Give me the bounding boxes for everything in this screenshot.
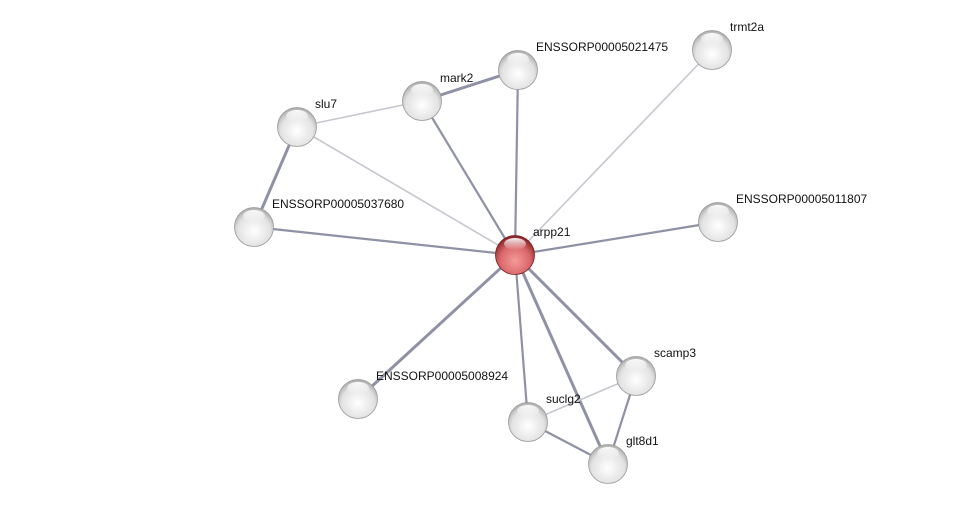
node-trmt2a[interactable]: trmt2a xyxy=(692,20,765,70)
node-highlight xyxy=(625,359,647,371)
node-label: ENSSORP00005021475 xyxy=(536,40,668,54)
edge-arpp21-e11807[interactable] xyxy=(514,220,719,257)
node-highlight xyxy=(707,205,729,217)
node-e11807[interactable]: ENSSORP00005011807 xyxy=(698,192,868,242)
node-highlight xyxy=(507,53,529,65)
node-scamp3[interactable]: scamp3 xyxy=(616,346,697,396)
node-suclg2[interactable]: suclg2 xyxy=(508,392,582,442)
node-label: ENSSORP00005037680 xyxy=(272,197,404,211)
node-e37680[interactable]: ENSSORP00005037680 xyxy=(234,197,405,247)
node-label: trmt2a xyxy=(730,20,764,34)
edge-arpp21-trmt2a[interactable] xyxy=(514,49,713,256)
edge-arpp21-mark2[interactable] xyxy=(421,100,516,256)
edge-arpp21-e21475[interactable] xyxy=(513,69,520,256)
node-e08924[interactable]: ENSSORP00005008924 xyxy=(338,369,509,419)
node-label: slu7 xyxy=(315,97,337,111)
edge-arpp21-suclg2[interactable] xyxy=(513,254,530,423)
node-highlight xyxy=(597,447,619,459)
node-highlight xyxy=(286,110,308,122)
node-highlight xyxy=(701,33,723,45)
node-arpp21[interactable]: arpp21 xyxy=(495,225,571,275)
node-label: ENSSORP00005011807 xyxy=(736,192,868,206)
node-slu7[interactable]: slu7 xyxy=(277,97,338,147)
node-e21475[interactable]: ENSSORP00005021475 xyxy=(498,40,669,90)
node-label: mark2 xyxy=(440,71,474,85)
node-label: glt8d1 xyxy=(626,434,659,448)
node-label: scamp3 xyxy=(654,346,696,360)
node-highlight xyxy=(411,84,433,96)
node-highlight xyxy=(504,238,526,250)
edge-arpp21-e37680[interactable] xyxy=(253,225,516,257)
node-mark2[interactable]: mark2 xyxy=(402,71,474,121)
node-glt8d1[interactable]: glt8d1 xyxy=(588,434,660,484)
edge-arpp21-glt8d1[interactable] xyxy=(513,254,610,465)
node-highlight xyxy=(243,210,265,222)
edge-arpp21-scamp3[interactable] xyxy=(513,253,638,378)
node-label: ENSSORP00005008924 xyxy=(376,369,508,383)
edge-arpp21-slu7[interactable] xyxy=(296,126,516,256)
node-label: arpp21 xyxy=(533,225,571,239)
node-highlight xyxy=(517,405,539,417)
node-label: suclg2 xyxy=(546,392,581,406)
node-highlight xyxy=(347,382,369,394)
edge-mark2-slu7[interactable] xyxy=(296,100,423,128)
edge-arpp21-e08924[interactable] xyxy=(356,253,517,401)
